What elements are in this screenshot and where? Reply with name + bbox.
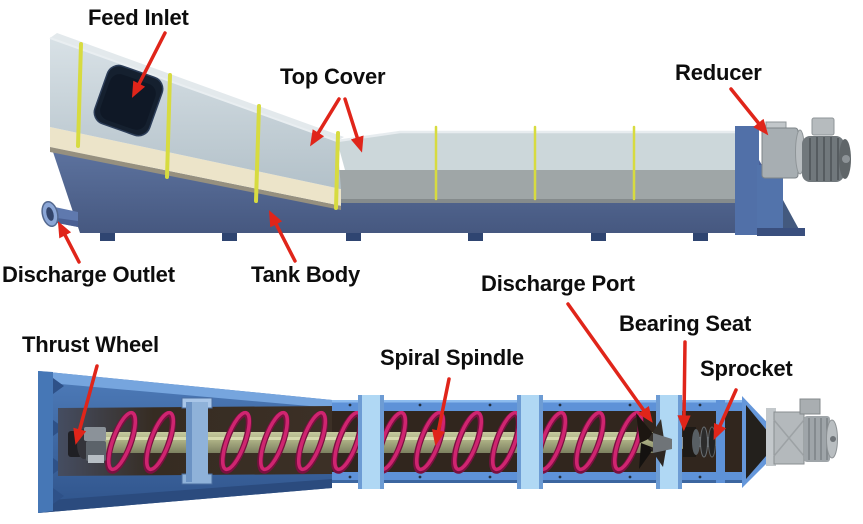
tank-feet <box>100 233 708 241</box>
arrow-discharge-port <box>566 302 653 423</box>
machine-cutaway-view <box>38 371 838 513</box>
drive-motor <box>766 398 838 466</box>
hanger-bracket <box>181 397 213 485</box>
sprocket-part <box>700 426 717 458</box>
label-discharge-port: Discharge Port <box>481 271 635 296</box>
arrow-tank-body <box>268 210 297 263</box>
label-feed-inlet: Feed Inlet <box>88 5 189 30</box>
cover-ribs <box>76 42 636 210</box>
rail-bolts <box>348 403 702 479</box>
shell-nose <box>742 396 781 488</box>
label-discharge-outlet: Discharge Outlet <box>2 262 175 287</box>
arrow-feed-inlet <box>131 31 167 98</box>
arrow-sprocket <box>713 388 738 441</box>
reducer-assembly <box>735 117 851 236</box>
arrow-reducer <box>729 87 769 136</box>
arrow-discharge-outlet <box>57 221 81 264</box>
label-reducer: Reducer <box>675 60 762 85</box>
arrow-spiral-spindle <box>432 377 451 447</box>
label-sprocket: Sprocket <box>700 356 793 381</box>
arrow-bearing-seat <box>677 340 691 432</box>
side-gray-band <box>338 170 757 203</box>
arrow-top-cover-right <box>343 97 364 153</box>
pointer-arrows <box>57 31 769 447</box>
label-thrust-wheel: Thrust Wheel <box>22 332 159 357</box>
machine-external-view <box>41 33 851 241</box>
label-bearing-seat: Bearing Seat <box>619 311 752 336</box>
top-cover-horizontal <box>337 132 757 170</box>
cream-rim <box>50 127 341 206</box>
label-top-cover: Top Cover <box>280 64 386 89</box>
section-bands <box>358 395 682 489</box>
label-spiral-spindle: Spiral Spindle <box>380 345 524 370</box>
bearing-seat-part <box>682 427 714 457</box>
tank-body-shape <box>52 149 757 233</box>
chamber-divider <box>716 400 725 483</box>
arrow-top-cover-left <box>310 97 341 147</box>
label-tank-body: Tank Body <box>251 262 361 287</box>
arrow-thrust-wheel <box>73 364 99 445</box>
